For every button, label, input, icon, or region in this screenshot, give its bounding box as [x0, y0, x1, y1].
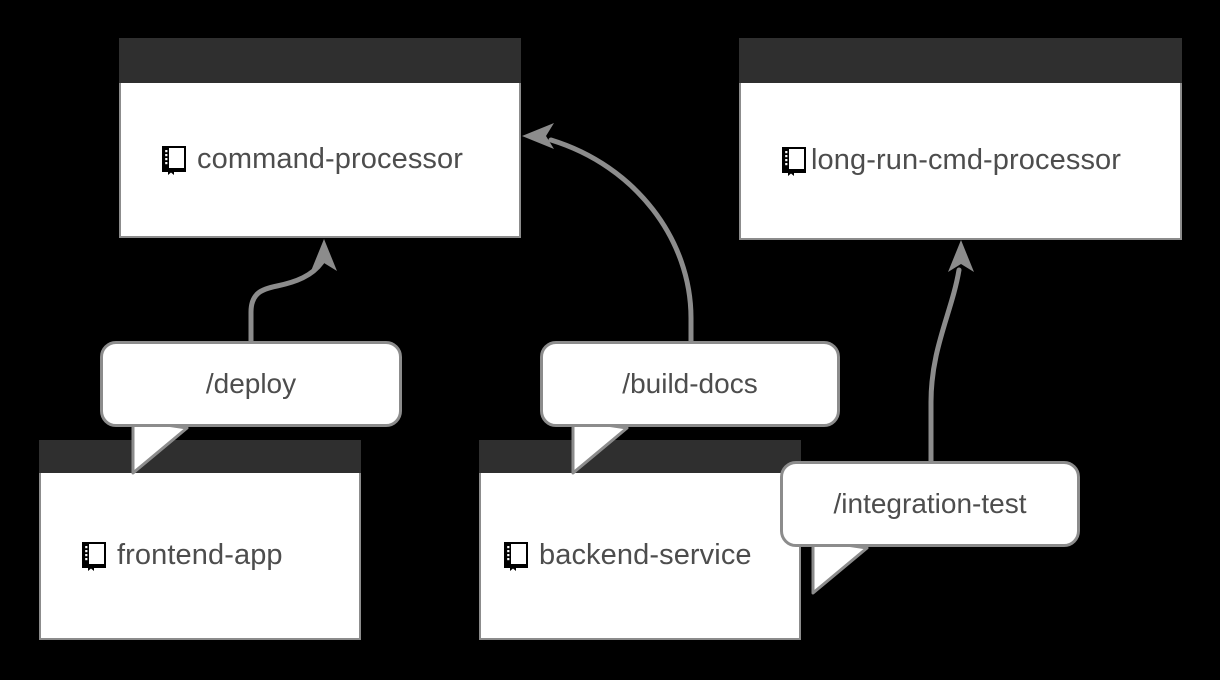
- node-frontend-app[interactable]: frontend-app: [39, 440, 361, 640]
- node-header: [119, 38, 521, 83]
- node-content-row: frontend-app: [41, 539, 359, 572]
- notebook-icon: [82, 541, 106, 571]
- node-body: backend-service: [479, 473, 801, 640]
- node-label: frontend-app: [117, 539, 283, 571]
- node-content-row: backend-service: [481, 539, 799, 572]
- node-label: long-run-cmd-processor: [811, 144, 1122, 176]
- node-body: frontend-app: [39, 473, 361, 640]
- arrowhead-command-processor-bottom: [311, 239, 337, 271]
- bubble-deploy[interactable]: /deploy: [100, 341, 402, 427]
- notebook-icon: [782, 146, 806, 176]
- edge-deploy-to-command-processor: [248, 259, 325, 348]
- bubble-tail-integration-test: [811, 538, 869, 595]
- arrowhead-long-run-bottom: [948, 240, 974, 272]
- edge-build-docs-to-command-processor: [548, 137, 694, 348]
- node-header: [39, 440, 361, 473]
- bubble-label: /build-docs: [622, 368, 758, 399]
- bubble-integration-test[interactable]: /integration-test: [780, 461, 1080, 547]
- node-long-run-cmd-processor[interactable]: long-run-cmd-processor: [739, 38, 1182, 240]
- node-label: backend-service: [539, 539, 752, 571]
- bubble-build-docs[interactable]: /build-docs: [540, 341, 840, 427]
- arrowhead-command-processor-right: [522, 123, 554, 149]
- notebook-icon: [504, 541, 528, 571]
- bubble-label: /integration-test: [833, 488, 1027, 519]
- node-backend-service[interactable]: backend-service: [479, 440, 801, 640]
- node-label: command-processor: [197, 143, 464, 175]
- notebook-icon: [162, 145, 186, 175]
- bubble-label: /deploy: [205, 368, 297, 399]
- node-body: long-run-cmd-processor: [739, 83, 1182, 240]
- node-header: [739, 38, 1182, 83]
- node-body: command-processor: [119, 83, 521, 238]
- node-command-processor[interactable]: command-processor: [119, 38, 521, 238]
- edge-integration-test-to-long-run: [928, 267, 962, 469]
- node-content-row: long-run-cmd-processor: [741, 144, 1180, 177]
- node-header: [479, 440, 801, 473]
- node-content-row: command-processor: [121, 143, 519, 176]
